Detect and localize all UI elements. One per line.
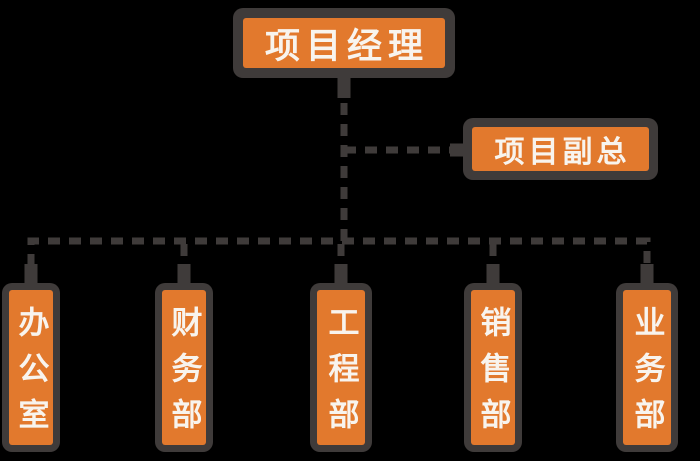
connector-main-horizontal-dashed [27,237,651,266]
org-node-deputy-manager: 项目副总 [463,118,658,180]
org-node-engineering-body: 工程部 [317,290,365,445]
org-node-engineering-label: 工程部 [322,306,359,444]
org-node-office: 办公室 [2,283,60,452]
org-node-business-body: 业务部 [623,290,671,445]
org-node-finance: 财务部 [155,283,213,452]
org-node-business: 业务部 [616,283,678,452]
org-node-finance-label: 财务部 [165,306,202,444]
org-node-project-manager: 项目经理 [233,8,455,78]
org-node-sales-body: 销售部 [471,290,515,445]
org-node-business-label: 业务部 [628,306,665,444]
org-node-project-manager-body: 项目经理 [243,18,445,68]
org-node-office-body: 办公室 [9,290,53,445]
org-node-engineering: 工程部 [310,283,372,452]
org-node-deputy-manager-body: 项目副总 [472,127,649,171]
org-node-office-label: 办公室 [12,306,49,444]
org-node-sales: 销售部 [464,283,522,452]
org-node-deputy-manager-label: 项目副总 [494,135,631,170]
org-node-sales-label: 销售部 [474,306,511,444]
org-node-finance-body: 财务部 [162,290,206,445]
org-node-project-manager-label: 项目经理 [264,26,429,67]
